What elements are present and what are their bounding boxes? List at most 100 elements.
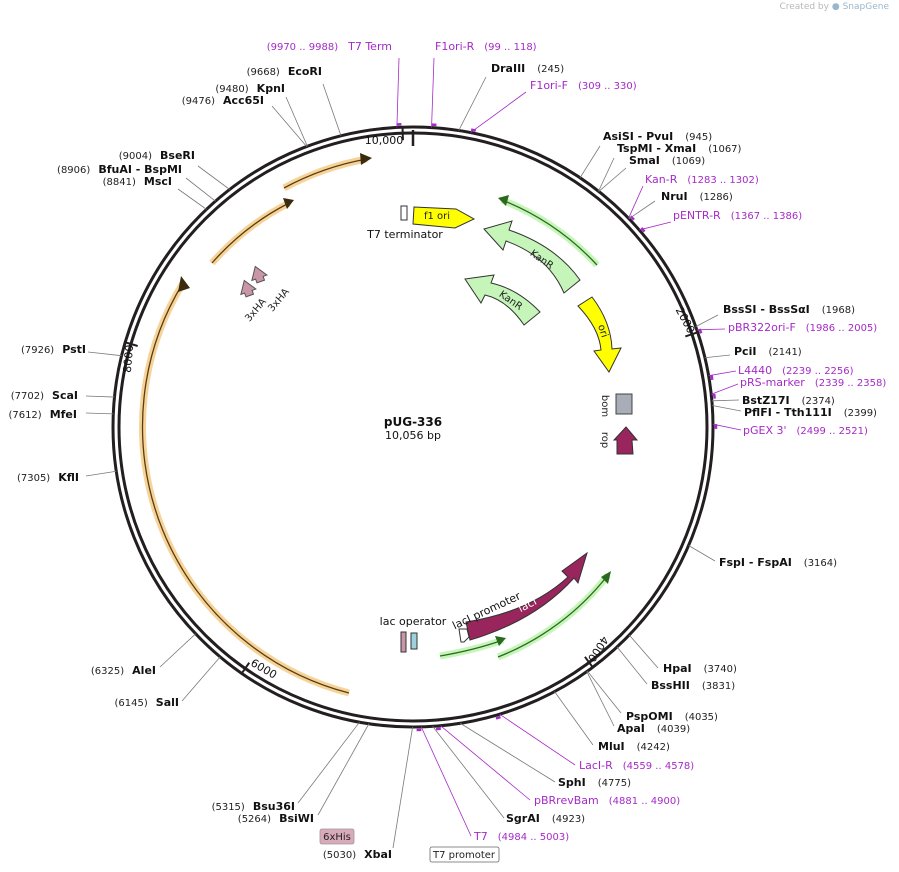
cut-site-annotation[interactable]: ApaI(4039) (586, 671, 690, 735)
cut-site-annotation[interactable]: (7926)PstI (21, 343, 122, 357)
cut-site-annotation[interactable]: TspMI - XmaI(1067) (598, 142, 742, 192)
ha-arrow-1 (240, 279, 257, 298)
primer-annotation[interactable]: pRS-marker(2339 .. 2358) (711, 376, 886, 399)
cut-site-annotation[interactable]: SphI(4775) (460, 722, 631, 789)
site-leader-line (616, 646, 648, 685)
primer-leader-line (499, 713, 576, 766)
site-label: BssSI - BssSαI(1968) (723, 303, 855, 316)
cut-site-annotation[interactable]: (9668)EcoRI (247, 65, 342, 136)
site-leader-line (197, 165, 230, 190)
site-label: (7305)KflI (17, 471, 79, 484)
primer-annotation[interactable]: F1ori-F(309 .. 330) (470, 79, 637, 133)
cut-site-annotation[interactable]: (5264)BsiWI (238, 723, 370, 825)
cut-site-annotation[interactable]: FspI - FspAI(3164) (688, 545, 838, 569)
site-leader-line (271, 105, 307, 147)
site-label: FspI - FspAI(3164) (719, 556, 837, 569)
cut-site-annotation[interactable]: PciI(2141) (704, 345, 802, 359)
primer-label: pBRrevBam(4881 .. 4900) (534, 794, 680, 807)
t7-terminator-glyph (400, 205, 408, 221)
primer-annotation[interactable]: pBR322ori-F(1986 .. 2005) (696, 321, 877, 334)
orange-arc-large-line (141, 282, 350, 694)
cut-site-annotation[interactable]: AsiSI - PvuI(945) (579, 130, 712, 179)
primer-annotation[interactable]: (9970 .. 9988)T7 Term (267, 40, 402, 128)
site-leader-line (317, 723, 370, 816)
site-label: HpaI(3740) (663, 662, 737, 675)
cut-site-annotation[interactable]: (8841)MscI (103, 175, 207, 210)
orange-arc-small (209, 199, 291, 266)
site-label: (8841)MscI (103, 175, 172, 188)
primer-annotation[interactable]: L4440(2239 .. 2256) (708, 364, 854, 381)
green-arc-lower-line (497, 574, 609, 658)
cut-site-annotation[interactable]: (9476)Acc65I (182, 94, 307, 147)
cut-site-annotation[interactable]: (8906)BfuAI - BspMI (57, 163, 216, 202)
site-label: MluI(4242) (598, 740, 670, 753)
primer-leader-line (396, 57, 400, 128)
site-leader-line (704, 354, 731, 359)
site-label: (9476)Acc65I (182, 94, 264, 107)
cut-site-annotation[interactable]: (7702)ScaI (11, 389, 115, 402)
site-leader-line (458, 76, 487, 131)
cut-site-annotation[interactable]: SmaI(1069) (598, 154, 705, 192)
f1-ori-label: f1 ori (424, 211, 450, 222)
site-leader-line (695, 314, 719, 327)
site-leader-line (85, 395, 115, 398)
ori-arrow (577, 296, 622, 373)
cut-site-annotation[interactable]: (9004)BseRI (119, 149, 230, 190)
primer-label: L4440(2239 .. 2256) (738, 364, 854, 377)
ha-label-1: 3xHA (243, 297, 269, 325)
site-label: (5264)BsiWI (238, 812, 314, 825)
site-leader-line (598, 167, 627, 192)
lac-operator-label: lac operator (380, 615, 447, 628)
primer-annotation[interactable]: LacI-R(4559 .. 4578) (495, 713, 694, 772)
cut-site-annotation[interactable]: (7612)MfeI (8, 408, 114, 421)
primer-annotation[interactable]: T7(4984 .. 5003) (416, 726, 570, 843)
site-label: NruI(1286) (661, 190, 733, 203)
his-tag-label-text: 6xHis (323, 832, 351, 843)
cut-site-annotation[interactable]: DraIII(245) (458, 62, 565, 131)
site-leader-line (85, 412, 114, 415)
orange-arc-top-head (360, 153, 372, 165)
primer-binding-mark (640, 227, 646, 233)
cut-site-annotation[interactable]: SgrAI(4923) (432, 726, 586, 825)
cut-site-annotation[interactable]: (6325)AleI (91, 633, 196, 677)
cut-site-annotation[interactable]: (6145)SalI (115, 656, 221, 709)
site-label: DraIII(245) (491, 62, 564, 75)
cut-site-annotation[interactable]: (5030)XbaI (323, 726, 414, 861)
cut-site-annotation[interactable]: HpaI(3740) (628, 634, 737, 675)
primer-label: (9970 .. 9988)T7 Term (267, 40, 392, 53)
green-arc-short (439, 636, 505, 660)
site-label: (7612)MfeI (8, 408, 77, 421)
site-label: (9480)KpnI (215, 82, 285, 95)
primer-annotation[interactable]: pGEX 3'(2499 .. 2521) (712, 423, 868, 437)
primer-annotation[interactable]: pBRrevBam(4881 .. 4900) (435, 725, 680, 807)
cut-site-annotation[interactable]: BssSI - BssSαI(1968) (695, 303, 855, 327)
primer-leader-line (628, 185, 644, 219)
cut-site-annotation[interactable]: (7305)KflI (17, 470, 117, 484)
his-tag-label: 6xHis (319, 828, 355, 845)
site-label: TspMI - XmaI(1067) (617, 142, 742, 155)
orange-arc-large-head (178, 276, 190, 292)
cut-site-annotation[interactable]: NruI(1286) (628, 190, 733, 220)
cut-site-annotation[interactable]: BssHII(3831) (616, 646, 735, 692)
cut-site-annotation[interactable]: (9480)KpnI (215, 82, 308, 147)
primer-annotation[interactable]: F1ori-R(99 .. 118) (431, 40, 537, 128)
tick-mark (240, 662, 251, 674)
site-label: AsiSI - PvuI(945) (603, 130, 712, 143)
cut-site-annotation[interactable]: MluI(4242) (554, 691, 670, 753)
tick-mark (124, 341, 138, 347)
site-leader-line (460, 722, 556, 783)
primer-leader-line (440, 725, 531, 801)
plasmid-name: pUG-336 (384, 415, 442, 429)
primer-annotation[interactable]: pENTR-R(1367 .. 1386) (639, 209, 802, 233)
cut-site-annotation[interactable]: BstZ17I(2374) (711, 394, 835, 407)
site-leader-line (688, 545, 716, 562)
cut-site-annotation[interactable]: (5315)Bsu36I (212, 721, 360, 813)
cut-site-annotation[interactable]: PspOMI(4035) (587, 670, 718, 723)
site-leader-line (87, 351, 122, 357)
primer-leader-line (708, 370, 737, 377)
cut-site-annotation[interactable]: PflFI - Tth111I(2399) (712, 405, 877, 419)
primer-binding-mark (698, 328, 703, 334)
site-leader-line (628, 200, 656, 220)
ori-label: ori (595, 323, 609, 339)
